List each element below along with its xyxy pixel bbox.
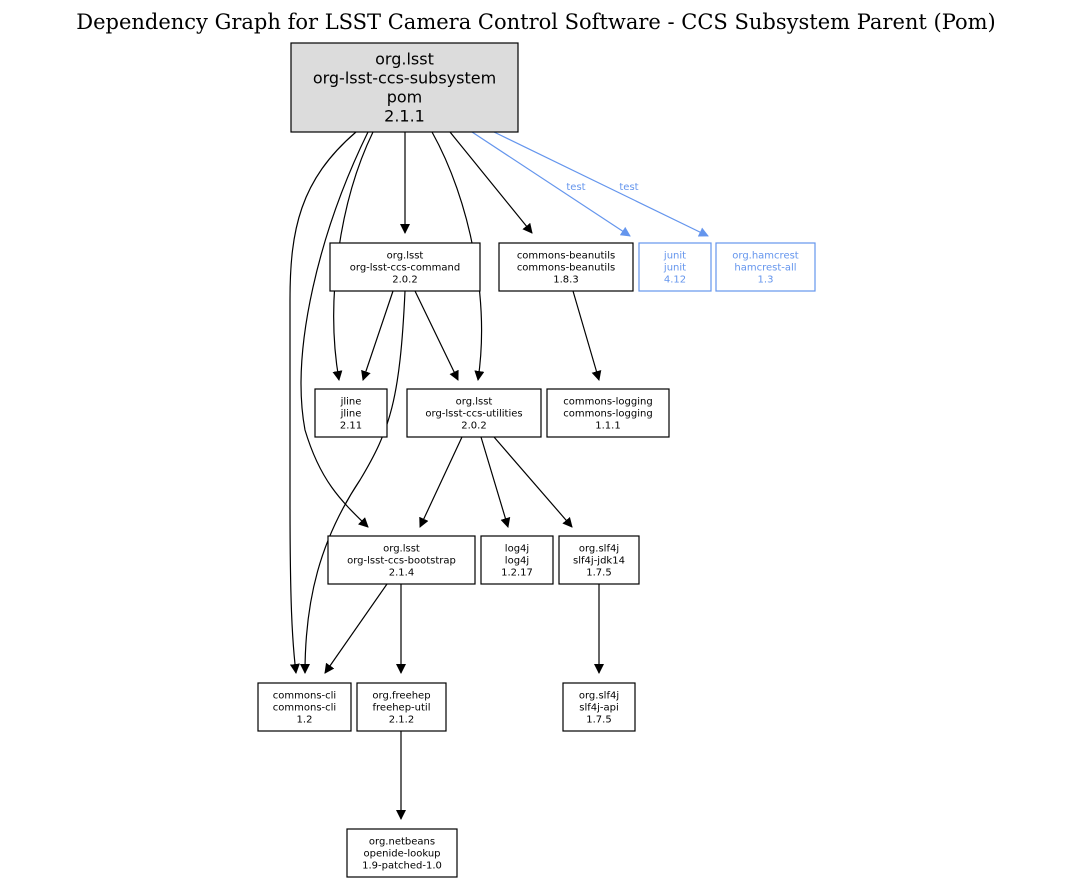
node-openide[interactable]: org.netbeansopenide-lookup1.9-patched-1.… bbox=[346, 828, 458, 878]
node-box-utilities bbox=[406, 388, 542, 438]
edge-root-beanutils bbox=[449, 131, 533, 234]
edges-layer: test test bbox=[289, 131, 709, 820]
node-label-jdk14-artifact: slf4j-jdk14 bbox=[573, 556, 625, 567]
node-label-jdk14-group: org.slf4j bbox=[579, 544, 619, 555]
node-box-slf4japi bbox=[562, 682, 636, 732]
node-label-beanutils-version: 1.8.3 bbox=[553, 275, 578, 286]
node-label-utilities-artifact: org-lsst-ccs-utilities bbox=[425, 409, 522, 420]
node-label-bootstrap-artifact: org-lsst-ccs-bootstrap bbox=[347, 556, 456, 567]
node-label-utilities-version: 2.0.2 bbox=[461, 421, 486, 432]
node-label-freehep-artifact: freehep-util bbox=[373, 703, 431, 714]
node-box-root bbox=[290, 42, 519, 133]
node-label-jline-group: jline bbox=[340, 397, 362, 408]
node-label-cli-version: 1.2 bbox=[297, 715, 313, 726]
node-label-logging-artifact: commons-logging bbox=[563, 409, 652, 420]
edge-utilities-jdk14 bbox=[493, 436, 573, 528]
node-label-root-version: 2.1.1 bbox=[384, 107, 425, 126]
node-label-root-group: org.lsst bbox=[375, 50, 434, 69]
node-box-openide bbox=[346, 828, 458, 878]
node-box-junit bbox=[638, 242, 712, 292]
node-box-jline bbox=[314, 388, 388, 438]
node-label-openide-artifact: openide-lookup bbox=[363, 849, 440, 860]
node-box-command bbox=[329, 242, 481, 292]
nodes-layer: org.lsstorg-lsst-ccs-subsystempom2.1.1or… bbox=[257, 42, 816, 878]
node-label-slf4japi-group: org.slf4j bbox=[579, 691, 619, 702]
node-box-log4j bbox=[480, 535, 554, 585]
node-box-hamcrest bbox=[715, 242, 816, 292]
node-label-hamcrest-group: org.hamcrest bbox=[732, 251, 799, 262]
edge-utilities-log4j bbox=[480, 436, 511, 528]
node-box-freehep bbox=[356, 682, 447, 732]
node-label-slf4japi-version: 1.7.5 bbox=[586, 715, 611, 726]
node-label-junit-group: junit bbox=[663, 251, 686, 262]
node-label-command-artifact: org-lsst-ccs-command bbox=[350, 263, 460, 274]
node-label-hamcrest-artifact: hamcrest-all bbox=[734, 263, 796, 274]
node-box-logging bbox=[546, 388, 670, 438]
node-label-jline-version: 2.11 bbox=[340, 421, 362, 432]
edge-root-bootstrap bbox=[300, 131, 369, 528]
edge-label-root-junit: test bbox=[566, 182, 585, 193]
node-label-utilities-group: org.lsst bbox=[456, 397, 493, 408]
node-label-logging-version: 1.1.1 bbox=[595, 421, 620, 432]
edge-command-cli bbox=[300, 290, 406, 674]
node-label-junit-version: 4.12 bbox=[664, 275, 686, 286]
node-label-freehep-version: 2.1.2 bbox=[389, 715, 414, 726]
node-label-openide-group: org.netbeans bbox=[369, 837, 435, 848]
node-label-hamcrest-version: 1.3 bbox=[758, 275, 774, 286]
node-box-bootstrap bbox=[327, 535, 476, 585]
edge-bootstrap-cli bbox=[324, 583, 388, 674]
node-label-command-group: org.lsst bbox=[387, 251, 424, 262]
node-label-cli-artifact: commons-cli bbox=[273, 703, 336, 714]
node-label-junit-artifact: junit bbox=[663, 263, 686, 274]
edge-root-junit bbox=[471, 131, 631, 237]
node-label-beanutils-group: commons-beanutils bbox=[517, 251, 615, 262]
node-label-command-version: 2.0.2 bbox=[392, 275, 417, 286]
node-label-root-type: pom bbox=[387, 88, 423, 107]
edge-command-utilities bbox=[414, 290, 459, 381]
edge-label-root-hamcrest: test bbox=[619, 182, 638, 193]
node-label-logging-group: commons-logging bbox=[563, 397, 652, 408]
node-label-bootstrap-version: 2.1.4 bbox=[389, 568, 414, 579]
node-label-jline-artifact: jline bbox=[340, 409, 362, 420]
node-label-log4j-version: 1.2.17 bbox=[501, 568, 533, 579]
node-box-cli bbox=[257, 682, 352, 732]
node-label-freehep-group: org.freehep bbox=[372, 691, 430, 702]
node-label-cli-group: commons-cli bbox=[273, 691, 336, 702]
node-label-log4j-artifact: log4j bbox=[505, 556, 529, 567]
graph-title: Dependency Graph for LSST Camera Control… bbox=[76, 10, 996, 34]
node-box-beanutils bbox=[498, 242, 634, 292]
edge-command-jline bbox=[361, 290, 394, 381]
node-box-jdk14 bbox=[558, 535, 640, 585]
node-label-bootstrap-group: org.lsst bbox=[383, 544, 420, 555]
edge-beanutils-logging bbox=[572, 290, 602, 381]
node-label-openide-version: 1.9-patched-1.0 bbox=[362, 861, 442, 872]
node-label-root-artifact: org-lsst-ccs-subsystem bbox=[313, 69, 496, 88]
node-label-beanutils-artifact: commons-beanutils bbox=[517, 263, 615, 274]
node-label-log4j-group: log4j bbox=[505, 544, 529, 555]
edge-root-cli bbox=[289, 131, 357, 674]
node-label-slf4japi-artifact: slf4j-api bbox=[579, 703, 619, 714]
edge-utilities-bootstrap bbox=[419, 436, 463, 528]
edge-root-hamcrest bbox=[493, 131, 709, 237]
node-label-jdk14-version: 1.7.5 bbox=[586, 568, 611, 579]
